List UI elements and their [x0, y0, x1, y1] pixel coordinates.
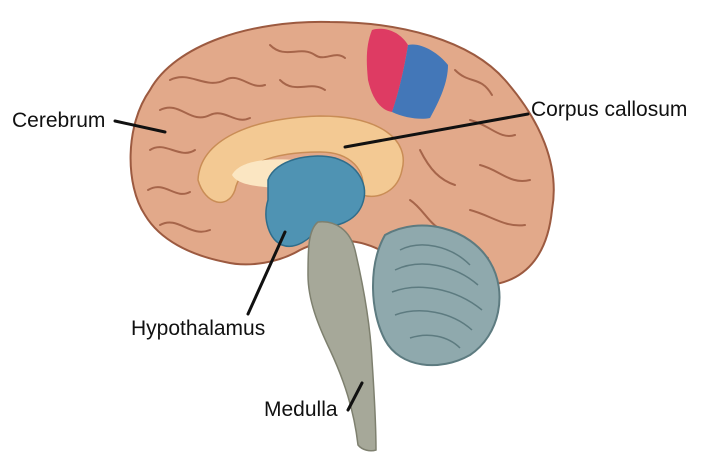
label-hypothalamus: Hypothalamus: [131, 317, 266, 340]
cerebellum-folia: [391, 244, 483, 349]
sensory-cortex-region: [392, 44, 448, 119]
thalamus-hypothalamus: [265, 155, 366, 247]
leader-line-medulla: [346, 381, 364, 412]
motor-cortex-region: [366, 28, 408, 113]
brainstem: [307, 221, 377, 452]
cerebellum: [372, 224, 501, 367]
leader-line-corpus-callosum: [343, 112, 530, 149]
leader-line-cerebrum: [113, 119, 167, 134]
corpus-callosum: [197, 115, 404, 204]
label-corpus-callosum: Corpus callosum: [531, 98, 688, 121]
leader-lines: [113, 112, 530, 412]
label-medulla: Medulla: [264, 398, 338, 421]
leader-line-hypothalamus: [246, 230, 287, 316]
label-cerebrum: Cerebrum: [12, 109, 106, 132]
